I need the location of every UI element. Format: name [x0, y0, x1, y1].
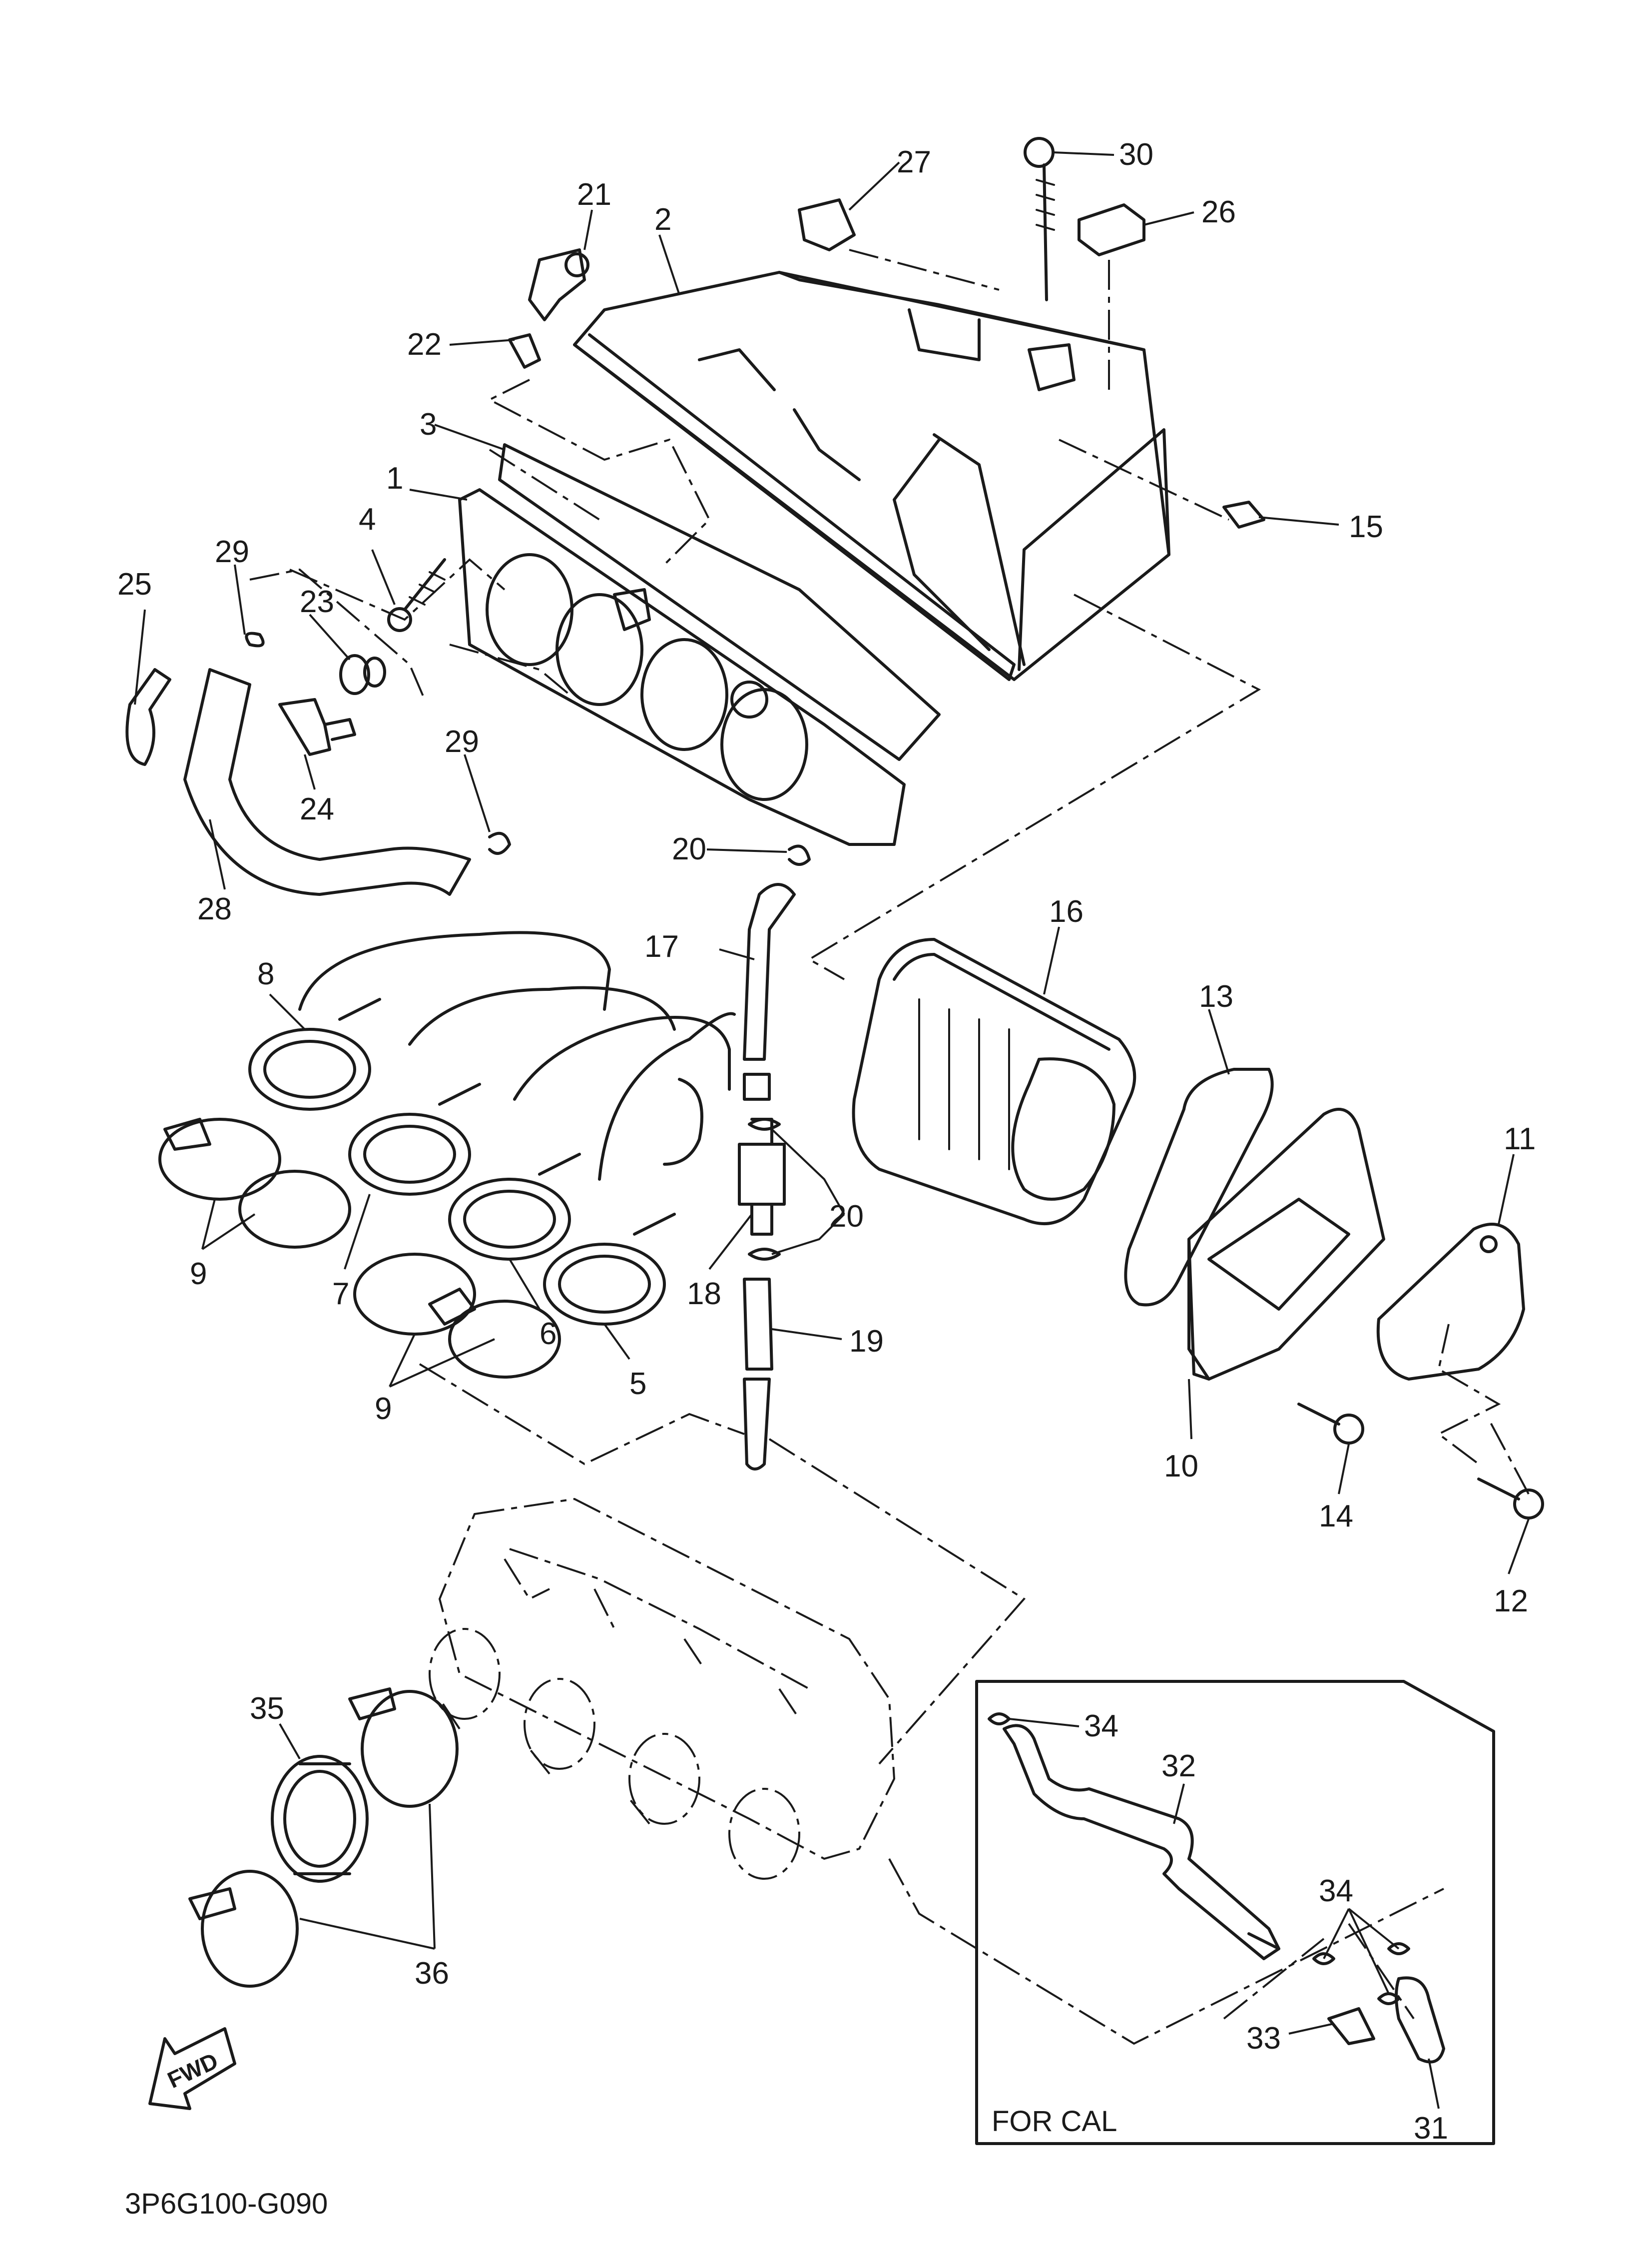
callout-13: 13: [1199, 979, 1233, 1014]
callout-7: 7: [332, 1277, 349, 1311]
clip-29-a: [245, 632, 265, 648]
callout-23: 23: [300, 585, 334, 619]
air-filter-joint-plate: [458, 488, 906, 846]
callout-34-b: 34: [1319, 1874, 1353, 1908]
callout-33: 33: [1246, 2021, 1281, 2056]
callout-8: 8: [257, 957, 274, 991]
air-filter-case: [573, 271, 1170, 681]
callout-16: 16: [1049, 894, 1084, 929]
gasket-13: [1124, 1068, 1274, 1307]
callout-18: 18: [687, 1277, 721, 1311]
hose-25: [125, 668, 171, 766]
clamps-36: [188, 1687, 459, 1988]
clamp-22: [508, 333, 541, 369]
fwd-label: FWD: [163, 2048, 222, 2093]
callout-22: 22: [407, 327, 442, 362]
gasket: [498, 443, 941, 761]
drawing-code: 3P6G100-G090: [125, 2188, 328, 2220]
callout-36: 36: [415, 1956, 449, 1991]
hose-clamps-9: [158, 1118, 561, 1379]
bolt-30: [1024, 137, 1055, 301]
callout-3: 3: [420, 407, 437, 442]
callout-17: 17: [644, 929, 679, 964]
hose-28: [183, 668, 471, 896]
callout-9-a: 9: [190, 1257, 207, 1291]
callout-20-a: 20: [672, 832, 706, 866]
for-cal-inset: FOR CAL: [975, 1680, 1495, 2145]
intake-joints: [248, 931, 736, 1326]
callout-21: 21: [577, 177, 611, 212]
callout-labels: 1 2 3 4 5 6 7 8 9 9 10 11 12 13 14 15 16…: [117, 137, 1536, 2146]
holder-26: [1078, 203, 1145, 256]
callout-24: 24: [300, 792, 334, 826]
cap-27: [798, 198, 856, 251]
hose-17: [743, 883, 796, 1061]
screw-14: [1297, 1403, 1364, 1445]
callout-15: 15: [1349, 510, 1383, 544]
callout-1: 1: [386, 461, 403, 496]
callout-9-b: 9: [375, 1392, 392, 1426]
callout-5: 5: [629, 1367, 646, 1401]
callout-10: 10: [1164, 1449, 1198, 1484]
joint-21: [528, 248, 589, 321]
forward-arrow-icon: FWD: [148, 2027, 236, 2110]
callout-34-a: 34: [1084, 1709, 1118, 1743]
callout-29-a: 29: [215, 535, 249, 569]
hose-19: [743, 1278, 773, 1471]
callout-14: 14: [1319, 1499, 1353, 1533]
callout-2: 2: [654, 202, 671, 237]
callout-31: 31: [1414, 2111, 1448, 2146]
callout-4: 4: [359, 502, 376, 537]
callout-6: 6: [540, 1317, 556, 1351]
callout-32: 32: [1161, 1749, 1196, 1783]
callout-29-b: 29: [445, 725, 479, 759]
grommet-23: [339, 654, 386, 695]
callout-26: 26: [1201, 195, 1236, 229]
callout-35: 35: [250, 1691, 284, 1726]
callout-11: 11: [1504, 1122, 1536, 1156]
cap-11: [1376, 1223, 1525, 1381]
carburetor-assembly: [429, 1498, 896, 1880]
callout-19: 19: [849, 1324, 884, 1359]
joint-24: [278, 698, 356, 756]
callout-27: 27: [897, 145, 931, 179]
joint-18: [738, 1073, 786, 1236]
callout-20-b: 20: [829, 1199, 864, 1234]
callout-30: 30: [1119, 137, 1153, 172]
callout-25: 25: [117, 567, 152, 602]
joint-35: [271, 1755, 369, 1883]
screw-4: [387, 558, 446, 632]
clips-20: [748, 844, 811, 1261]
callout-12: 12: [1494, 1584, 1528, 1618]
leader-lines: [134, 151, 1530, 2109]
reference-lines: [249, 249, 1530, 2045]
air-filter-element: [852, 938, 1136, 1225]
clip-29-b: [488, 831, 511, 855]
cover-10: [1187, 1108, 1385, 1381]
inset-label: FOR CAL: [992, 2105, 1117, 2138]
nut-15: [1222, 501, 1265, 529]
screw-12: [1477, 1478, 1544, 1519]
callout-28: 28: [197, 892, 232, 926]
